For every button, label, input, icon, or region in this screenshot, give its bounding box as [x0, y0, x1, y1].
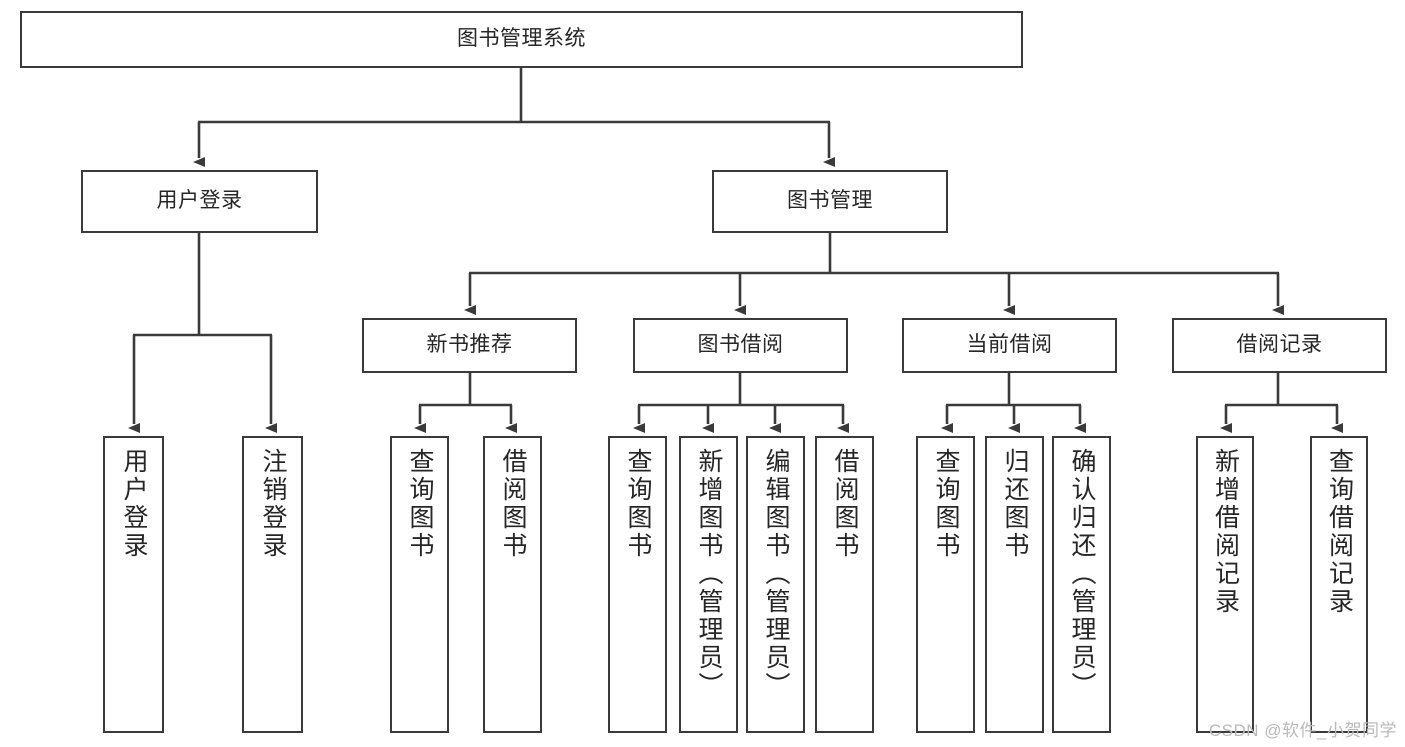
node-leaf-new-query-book[interactable]: 查询图书	[390, 436, 449, 733]
node-leaf-user-login-label: 用户登录	[120, 448, 148, 560]
node-leaf-records-query-label: 查询借阅记录	[1325, 448, 1354, 616]
node-leaf-borrow-query-book-label: 查询图书	[624, 448, 652, 560]
node-leaf-current-query-book[interactable]: 查询图书	[916, 436, 975, 733]
node-root-label: 图书管理系统	[457, 27, 586, 51]
node-current-borrow[interactable]: 当前借阅	[902, 318, 1117, 373]
node-leaf-current-return-book[interactable]: 归还图书	[985, 436, 1044, 733]
node-book-borrow-label: 图书借阅	[697, 333, 784, 357]
node-leaf-records-add-label: 新增借阅记录	[1211, 448, 1240, 616]
node-leaf-borrow-lend-book-label: 借阅图书	[831, 448, 859, 560]
watermark-text: CSDN @软件_小贺同学	[1208, 721, 1397, 740]
node-current-borrow-label: 当前借阅	[966, 333, 1053, 357]
node-borrow-records[interactable]: 借阅记录	[1172, 318, 1387, 373]
node-leaf-current-return-book-label: 归还图书	[1001, 448, 1029, 560]
node-leaf-user-logout[interactable]: 注销登录	[242, 436, 303, 733]
node-user-login[interactable]: 用户登录	[81, 170, 318, 233]
node-leaf-current-confirm-return-label: 确认归还（管理员）	[1068, 448, 1096, 700]
node-leaf-records-query[interactable]: 查询借阅记录	[1310, 436, 1368, 733]
node-leaf-new-query-book-label: 查询图书	[406, 448, 434, 560]
node-leaf-new-borrow-book-label: 借阅图书	[499, 448, 527, 560]
node-book-management-label: 图书管理	[787, 189, 873, 213]
node-leaf-borrow-edit-book-label: 编辑图书（管理员）	[762, 448, 790, 700]
node-borrow-records-label: 借阅记录	[1236, 333, 1323, 357]
node-leaf-current-confirm-return[interactable]: 确认归还（管理员）	[1052, 436, 1111, 733]
node-root[interactable]: 图书管理系统	[20, 11, 1023, 68]
node-leaf-records-add[interactable]: 新增借阅记录	[1196, 436, 1254, 733]
node-new-book-recommend[interactable]: 新书推荐	[362, 318, 577, 373]
node-leaf-user-login[interactable]: 用户登录	[103, 436, 164, 733]
node-new-book-recommend-label: 新书推荐	[426, 333, 513, 357]
node-leaf-user-logout-label: 注销登录	[259, 448, 287, 560]
node-leaf-current-query-book-label: 查询图书	[932, 448, 960, 560]
node-leaf-borrow-query-book[interactable]: 查询图书	[608, 436, 667, 733]
node-leaf-borrow-lend-book[interactable]: 借阅图书	[815, 436, 874, 733]
node-book-management[interactable]: 图书管理	[712, 170, 948, 233]
node-leaf-borrow-edit-book[interactable]: 编辑图书（管理员）	[746, 436, 805, 733]
node-leaf-borrow-add-book-label: 新增图书（管理员）	[695, 448, 723, 700]
node-leaf-new-borrow-book[interactable]: 借阅图书	[483, 436, 542, 733]
node-leaf-borrow-add-book[interactable]: 新增图书（管理员）	[679, 436, 738, 733]
node-user-login-label: 用户登录	[156, 189, 243, 213]
node-book-borrow[interactable]: 图书借阅	[633, 318, 848, 373]
